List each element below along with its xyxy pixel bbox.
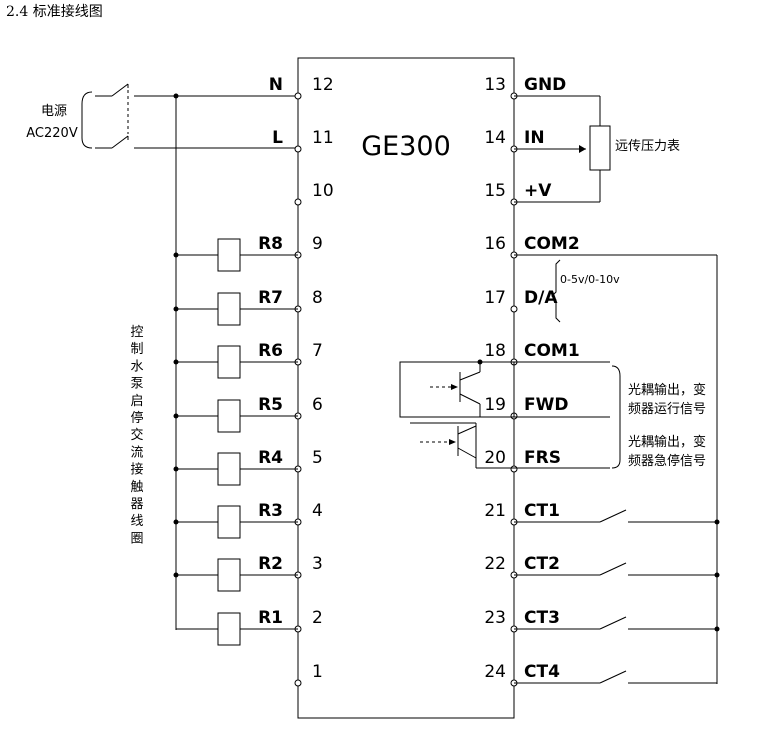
- terminal-label-r3: R3: [258, 501, 283, 521]
- terminal-label-com1: COM1: [524, 341, 580, 361]
- terminal-number-13: 13: [484, 75, 506, 95]
- terminal-label-r7: R7: [258, 288, 283, 308]
- relay-contact-ct1: [599, 509, 627, 523]
- terminal-number-8: 8: [312, 288, 323, 308]
- terminal-label-da: D/A: [524, 288, 558, 308]
- coil-caption-char: 触: [130, 480, 143, 495]
- da-range: 0-5v/0-10v: [560, 273, 620, 286]
- terminal-label-ct4: CT4: [524, 662, 560, 682]
- arrow-icon: [579, 145, 586, 153]
- fwd-note-1: 光耦输出，变: [628, 382, 706, 398]
- coil-caption-char: 器: [130, 497, 143, 512]
- da-bracket: [551, 259, 561, 323]
- gauge-label: 远传压力表: [615, 139, 680, 154]
- terminal-number-3: 3: [312, 554, 323, 574]
- coil-caption-char: 交: [130, 427, 143, 443]
- model-label: GE300: [361, 131, 451, 162]
- terminal-number-12: 12: [312, 75, 334, 95]
- diagram-title: 2.4 标准接线图: [6, 3, 103, 20]
- coil-caption-char: 控: [130, 325, 143, 340]
- relay-coil-r2: [217, 558, 241, 592]
- terminal-label-r1: R1: [258, 608, 283, 628]
- relay-coil-r7: [217, 292, 241, 326]
- coil-caption-char: 流: [130, 445, 143, 460]
- power-label: 电源: [41, 104, 67, 119]
- terminal-1: [294, 679, 302, 687]
- terminal-label-n: N: [269, 75, 283, 95]
- fwd-note-2: 频器运行信号: [628, 402, 706, 417]
- terminal-number-22: 22: [484, 554, 506, 574]
- frs-note-1: 光耦输出，变: [628, 434, 706, 450]
- terminal-number-21: 21: [484, 501, 506, 521]
- relay-contact-ct2: [599, 562, 627, 576]
- terminal-number-19: 19: [484, 395, 506, 415]
- terminal-label-v: +V: [524, 181, 552, 201]
- terminal-number-23: 23: [484, 608, 506, 628]
- terminal-label-r8: R8: [258, 234, 283, 254]
- coil-caption-char: 制: [130, 342, 143, 357]
- terminal-number-1: 1: [312, 662, 323, 682]
- terminal-label-ct1: CT1: [524, 501, 560, 521]
- terminal-number-10: 10: [312, 181, 334, 201]
- relay-coil-r1: [217, 612, 241, 646]
- coil-caption-char: 水: [130, 359, 143, 374]
- coil-caption-char: 圈: [130, 531, 143, 546]
- terminal-17: [510, 305, 518, 313]
- terminal-10: [294, 198, 302, 206]
- terminal-number-5: 5: [312, 448, 323, 468]
- coil-caption-char: 接: [130, 462, 143, 478]
- coil-caption-char: 停: [130, 410, 143, 426]
- terminal-label-r5: R5: [258, 395, 283, 415]
- terminal-number-7: 7: [312, 341, 323, 361]
- terminal-label-gnd: GND: [524, 75, 566, 95]
- terminal-number-18: 18: [484, 341, 506, 361]
- terminal-number-4: 4: [312, 501, 323, 521]
- signal-bracket: [611, 365, 621, 469]
- terminal-number-17: 17: [484, 288, 506, 308]
- terminal-number-11: 11: [312, 128, 334, 148]
- relay-contact-ct3: [599, 616, 627, 630]
- fwd-optocoupler-box: [399, 361, 515, 418]
- power-voltage: AC220V: [26, 126, 78, 141]
- terminal-label-ct2: CT2: [524, 554, 560, 574]
- terminal-label-frs: FRS: [524, 448, 561, 468]
- gauge-resistor: [589, 125, 611, 171]
- terminal-number-6: 6: [312, 395, 323, 415]
- terminal-number-16: 16: [484, 234, 506, 254]
- terminal-number-20: 20: [484, 448, 506, 468]
- terminal-label-ct3: CT3: [524, 608, 560, 628]
- terminal-20: [510, 465, 518, 473]
- relay-coil-r3: [217, 505, 241, 539]
- terminal-number-2: 2: [312, 608, 323, 628]
- relay-coil-r8: [217, 238, 241, 272]
- terminal-number-24: 24: [484, 662, 506, 682]
- terminal-label-fwd: FWD: [524, 395, 568, 415]
- terminal-number-9: 9: [312, 234, 323, 254]
- relay-coil-r6: [217, 345, 241, 379]
- terminal-number-14: 14: [484, 128, 506, 148]
- relay-coil-r5: [217, 399, 241, 433]
- terminal-11: [294, 145, 302, 153]
- terminal-label-r4: R4: [258, 448, 283, 468]
- terminal-number-15: 15: [484, 181, 506, 201]
- terminal-label-com2: COM2: [524, 234, 580, 254]
- terminal-label-r6: R6: [258, 341, 283, 361]
- coil-caption-char: 线: [130, 514, 143, 529]
- frs-note-2: 频器急停信号: [628, 453, 706, 469]
- relay-contact-ct4: [599, 670, 627, 684]
- terminal-label-l: L: [272, 128, 283, 148]
- coil-caption-char: 启: [130, 394, 143, 409]
- power-bracket: [81, 91, 93, 149]
- relay-coil-r4: [217, 452, 241, 486]
- terminal-label-r2: R2: [258, 554, 283, 574]
- terminal-label-in: IN: [524, 128, 545, 148]
- terminal-12: [294, 92, 302, 100]
- coil-caption-char: 泵: [130, 377, 143, 392]
